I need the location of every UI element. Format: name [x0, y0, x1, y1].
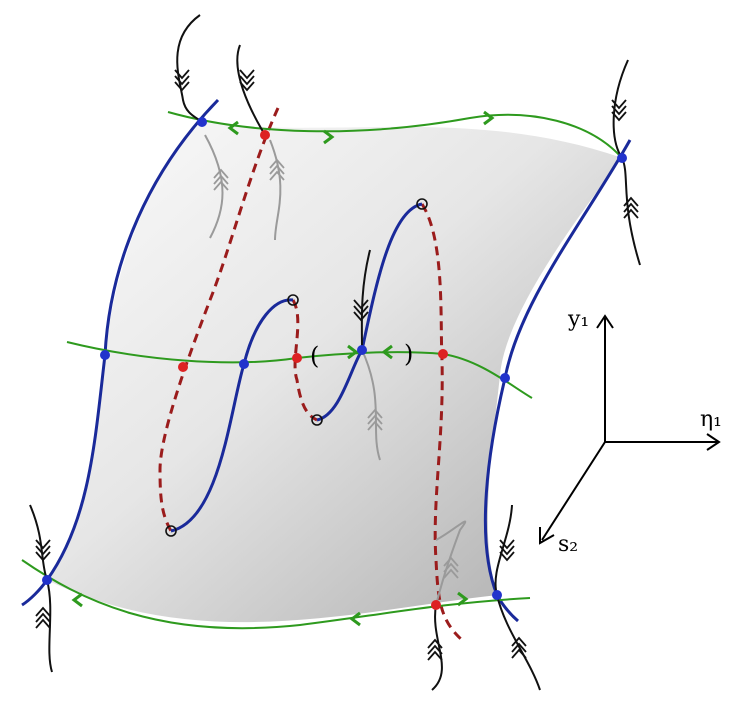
- triple-chevron-icon: [35, 69, 639, 661]
- attracting-equilibria: [42, 117, 627, 600]
- eta-axis-label: η₁: [700, 407, 722, 432]
- coordinate-axes: [539, 314, 721, 545]
- triple-chevron-icon: [213, 158, 459, 579]
- fold-points: [165, 198, 428, 537]
- middle-repelling-branch: [291, 299, 318, 422]
- upper-repelling-branch: [158, 107, 280, 532]
- s-axis-label: s₂: [558, 532, 578, 557]
- left-parenthesis: (: [310, 342, 319, 370]
- chevron-arrow-icon: [71, 110, 495, 627]
- right-parenthesis: ): [404, 340, 413, 368]
- lower-repelling-branch: [420, 203, 464, 642]
- y-axis-label: y₁: [567, 307, 589, 332]
- critical-manifold-surface: [47, 122, 622, 623]
- repelling-equilibria: [178, 130, 448, 610]
- top-flow-line: [167, 111, 623, 159]
- inner-attracting-fold-curve: [170, 202, 423, 533]
- middle-flow-line: [66, 341, 533, 399]
- faded-fibers: [204, 134, 467, 606]
